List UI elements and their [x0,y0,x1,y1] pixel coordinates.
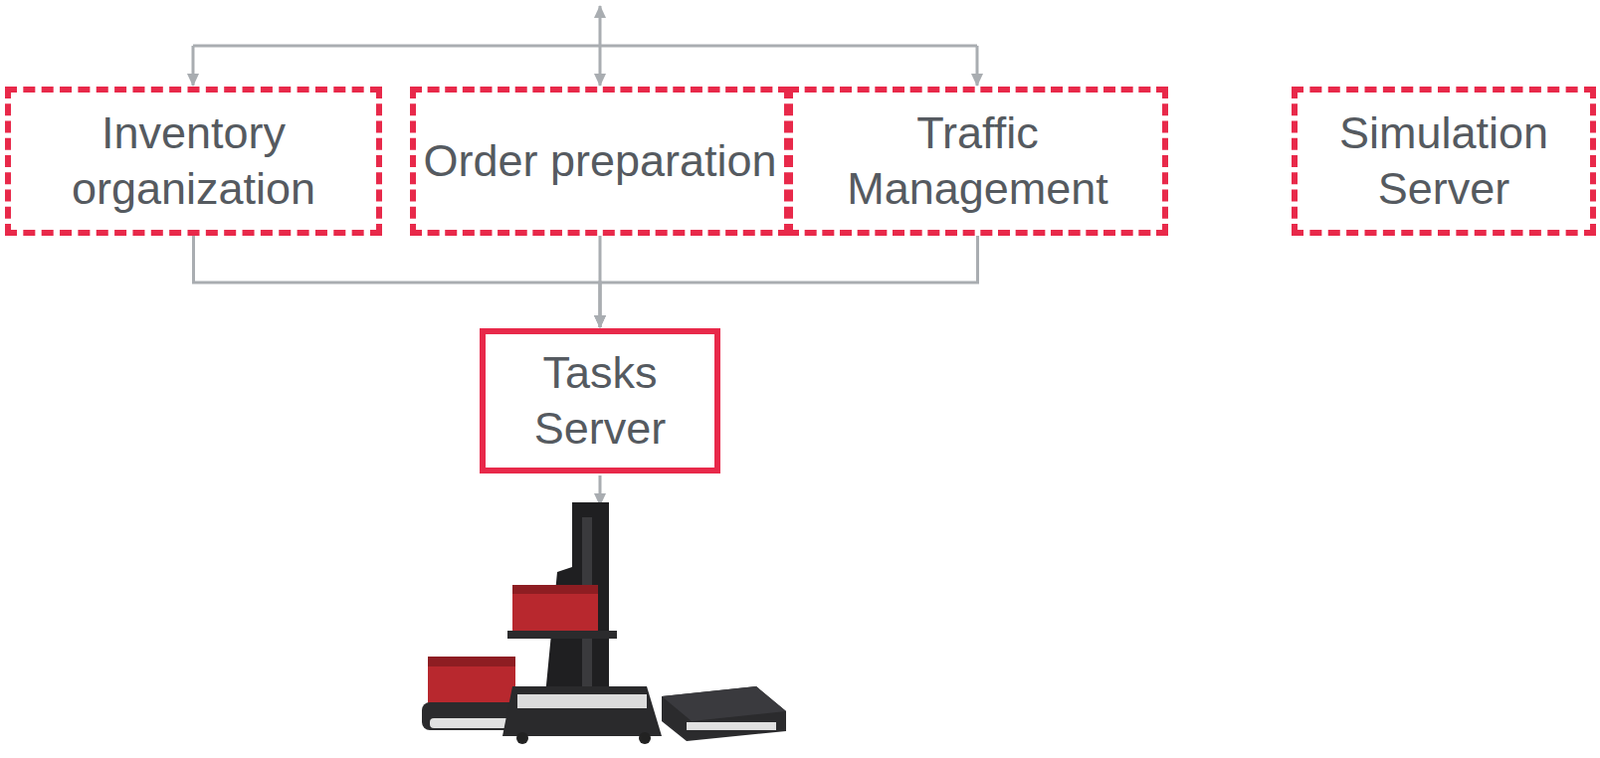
service-box: Simulation Server [1291,86,1597,236]
top-bus [193,5,978,506]
service-box: Traffic Management [787,86,1169,236]
box-label: Simulation Server [1297,105,1591,218]
connector [600,235,979,328]
robot-illustration [421,502,787,745]
box-label: Inventory organization [10,105,377,218]
box-label: Order preparation [422,133,777,190]
server-box: Tasks Server [479,328,721,474]
connector [194,235,601,328]
box-label: Traffic Management [793,105,1163,218]
box-label: Tasks Server [485,345,715,458]
service-box: Order preparation [409,86,791,236]
service-box: Inventory organization [4,86,383,236]
